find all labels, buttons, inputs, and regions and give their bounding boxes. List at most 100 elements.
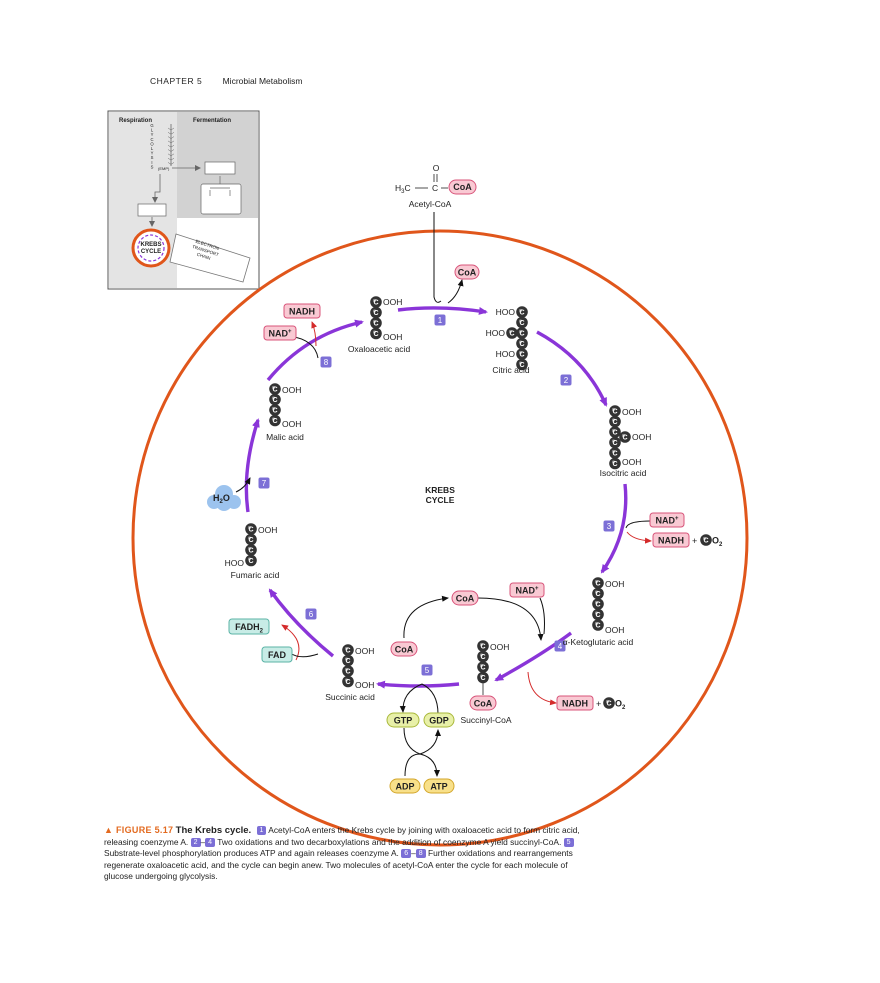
- svg-text:C: C: [595, 602, 600, 609]
- svg-text:C: C: [248, 558, 253, 565]
- carbon-atom: [370, 296, 382, 308]
- succinylcoa-label: Succinyl-CoA: [460, 715, 511, 725]
- caption-part2: Two oxidations and two decarboxylations …: [215, 836, 564, 847]
- coa-step4-release-chip-label: CoA: [456, 593, 475, 603]
- nad-step3-chip: NAD+: [649, 512, 685, 528]
- citric-label: Citric acid: [492, 365, 530, 375]
- isocitric-label: Isocitric acid: [600, 468, 647, 478]
- svg-text:C: C: [345, 648, 350, 655]
- step-badge-7: [258, 477, 270, 489]
- arrow-step-1: [397, 306, 488, 315]
- svg-text:C: C: [519, 341, 524, 348]
- inset-glycolysis-letter: L: [151, 128, 154, 133]
- svg-text:C: C: [595, 581, 600, 588]
- svg-text:C: C: [480, 654, 485, 661]
- malic-top-group: OOH: [282, 385, 301, 395]
- svg-text:C: C: [612, 409, 617, 416]
- svg-text:C: C: [373, 310, 378, 317]
- inset-glycolysis-letter: S: [151, 155, 154, 160]
- citric-top-group: HOO: [496, 307, 516, 317]
- arrow-step-7: [244, 418, 260, 513]
- step-badge-label-1: 1: [438, 316, 443, 325]
- acetyl-oxygen: O: [433, 163, 440, 173]
- nad-step8-chip: NAD+: [263, 325, 297, 341]
- carbon-atom: [269, 393, 281, 406]
- svg-text:C: C: [612, 419, 617, 426]
- succinic-top-group: OOH: [355, 646, 374, 656]
- carbon-atom: [245, 533, 257, 546]
- malic-label: Malic acid: [266, 432, 304, 442]
- ketoglutaric-top-group: OOH: [605, 579, 624, 589]
- svg-text:C: C: [519, 320, 524, 327]
- step-badge-1: [434, 314, 446, 326]
- caption-dash1: –: [200, 836, 206, 847]
- svg-text:C: C: [612, 461, 617, 468]
- carbon-atom: [592, 619, 604, 631]
- nad-step8-chip-label: NAD+: [268, 328, 292, 338]
- inset-fermentation-box: [204, 161, 236, 175]
- carbon-atom: [342, 665, 354, 677]
- svg-text:C: C: [612, 430, 617, 437]
- adp-chip: ADP: [389, 778, 421, 794]
- caption-step-4: 4: [205, 837, 216, 847]
- chapter-label: CHAPTER 5: [150, 76, 203, 86]
- fumaric-label: Fumaric acid: [231, 570, 280, 580]
- carbon-atom: [592, 598, 604, 610]
- carbon-atom: [477, 671, 489, 684]
- svg-text:O2: O2: [712, 536, 723, 549]
- inset-glycolysis-letter: Y: [151, 132, 154, 137]
- acetyl-h3c: H3C: [395, 183, 411, 195]
- caption-step-6: 6: [401, 849, 412, 859]
- inset-glycolysis-letter: C: [150, 137, 153, 142]
- fumaric-top-group: OOH: [258, 525, 277, 535]
- step4-plus: +: [596, 699, 601, 709]
- svg-text:C: C: [480, 665, 485, 672]
- nadh-step3-chip: NADH: [652, 532, 690, 548]
- step-badge-label-7: 7: [262, 479, 267, 488]
- carbon-atom: [609, 436, 621, 449]
- svg-text:C: C: [248, 548, 253, 555]
- center-label-line1: KREBS: [425, 485, 455, 495]
- nadh-step8-chip-label: NADH: [289, 306, 315, 316]
- svg-text:C: C: [622, 435, 627, 442]
- center-label-line2: CYCLE: [426, 495, 455, 505]
- arrow-step-8: [266, 319, 364, 382]
- succinylcoa-top-group: OOH: [490, 642, 509, 652]
- step-badge-label-3: 3: [607, 522, 612, 531]
- carbon-atom: [516, 337, 528, 350]
- carbon-atom: [477, 650, 489, 663]
- acetyl-carbon: C: [432, 183, 438, 193]
- inset-krebs-line1: KREBS: [140, 242, 161, 248]
- step-badge-8: [320, 356, 332, 368]
- isocitric-top-group: OOH: [622, 407, 641, 417]
- inset-glycolysis-letter: I: [151, 160, 152, 165]
- isocitric-mid-group: OOH: [632, 432, 651, 442]
- inset-glycolysis-letter: O: [150, 141, 154, 146]
- coa-step4-release-chip: CoA: [451, 590, 479, 606]
- step-badge-label-2: 2: [564, 376, 569, 385]
- inset-glycolysis-chain: [167, 124, 175, 166]
- caption-step-2: 2: [190, 837, 201, 847]
- carbon-atom: [609, 447, 621, 459]
- mitochondrion-outline: [131, 229, 749, 847]
- succinic-label: Succinic acid: [325, 692, 375, 702]
- nadh-step8-chip: NADH: [283, 303, 321, 319]
- acetyl-coa-chip: [448, 179, 477, 195]
- figure-title: The Krebs cycle.: [175, 825, 252, 836]
- carbon-atom: [516, 327, 528, 339]
- svg-text:C: C: [480, 644, 485, 651]
- coa-step5-chip-label: CoA: [395, 644, 414, 654]
- svg-text:C: C: [606, 701, 611, 708]
- svg-text:C: C: [373, 331, 378, 338]
- nad-step4-chip: NAD+: [509, 582, 545, 598]
- svg-text:C: C: [595, 591, 600, 598]
- svg-text:C: C: [345, 658, 350, 665]
- arrow-step-4: [494, 631, 573, 682]
- atp-chip-label: ATP: [430, 781, 447, 791]
- svg-text:C: C: [272, 408, 277, 415]
- gdp-chip: GDP: [423, 712, 455, 728]
- nad-step3-chip-label: NAD+: [655, 515, 679, 525]
- carbon-atom: [609, 457, 621, 470]
